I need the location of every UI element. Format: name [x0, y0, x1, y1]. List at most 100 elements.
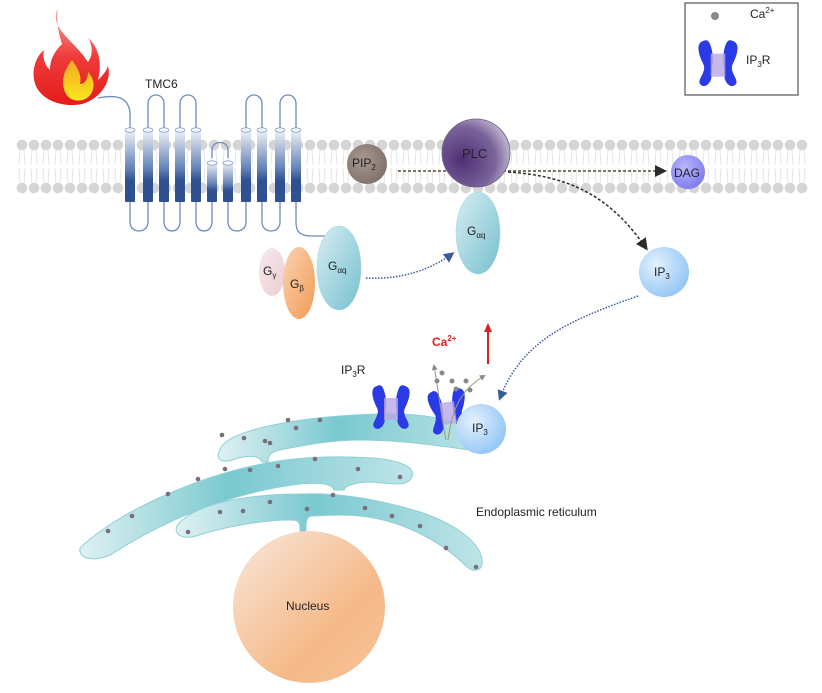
lipid-tail	[54, 149, 62, 166]
lipid-head	[340, 182, 352, 194]
lipid-head	[640, 182, 652, 194]
lipid-head	[28, 139, 40, 151]
lipid-tail	[90, 149, 98, 166]
lipid-head	[532, 139, 544, 151]
lipid-tail	[798, 167, 806, 184]
lipid-head	[688, 139, 700, 151]
lipid-head	[796, 182, 808, 194]
lipid-head	[64, 182, 76, 194]
pip2-molecule: PIP2	[347, 144, 387, 184]
lipid-head	[772, 182, 784, 194]
lipid-head	[400, 139, 412, 151]
lipid-tail	[594, 149, 602, 166]
stored-calcium-ion	[417, 523, 423, 529]
lipid-head	[424, 139, 436, 151]
lipid-tail	[318, 167, 326, 184]
lipid-tail	[714, 149, 722, 166]
lipid-tail	[42, 149, 50, 166]
calcium-increase-label: Ca2+	[432, 334, 457, 349]
stored-calcium-ion	[443, 545, 449, 551]
lipid-tail	[774, 149, 782, 166]
lipid-head	[580, 139, 592, 151]
lipid-head	[592, 182, 604, 194]
lipid-head	[628, 139, 640, 151]
lipid-tail	[426, 149, 434, 166]
ip3-bound-label: IP3	[472, 421, 488, 437]
lipid-head	[616, 182, 628, 194]
lipid-head	[112, 182, 124, 194]
lipid-head	[400, 182, 412, 194]
stored-calcium-ion	[195, 476, 201, 482]
tmc6-receptor	[97, 94, 330, 237]
legend-calcium-label: Ca2+	[750, 6, 775, 21]
lipid-tail	[762, 167, 770, 184]
lipid-head	[100, 182, 112, 194]
lipid-tail	[714, 167, 722, 184]
lipid-head	[760, 182, 772, 194]
ip3r-label: IP3R	[341, 363, 366, 379]
transmembrane-helix	[125, 130, 135, 202]
plc-label: PLC	[462, 146, 487, 161]
g-gamma-label: Gγ	[263, 264, 276, 280]
lipid-head	[388, 182, 400, 194]
lipid-head	[88, 182, 100, 194]
lipid-head	[40, 139, 52, 151]
lipid-head	[664, 182, 676, 194]
lipid-head	[604, 182, 616, 194]
lipid-tail	[750, 149, 758, 166]
transmembrane-helix	[175, 130, 185, 202]
lipid-tail	[318, 149, 326, 166]
stored-calcium-ion	[129, 513, 135, 519]
calcium-increase-arrow	[484, 323, 492, 364]
stored-calcium-ion	[362, 505, 368, 511]
helix-top	[158, 127, 170, 133]
stored-calcium-ion	[105, 528, 111, 534]
lipid-head	[508, 139, 520, 151]
lipid-tail	[654, 149, 662, 166]
stored-calcium-ion	[355, 466, 361, 472]
plc-to-ip3-arrow	[507, 171, 648, 251]
lipid-head	[520, 182, 532, 194]
lipid-tail	[570, 167, 578, 184]
lipid-head	[544, 182, 556, 194]
ip3-bound: IP3	[456, 404, 506, 454]
stored-calcium-ion	[219, 432, 225, 438]
lipid-head	[16, 182, 28, 194]
lipid-tail	[78, 167, 86, 184]
stored-calcium-ion	[217, 509, 223, 515]
helix-top	[190, 127, 202, 133]
lipid-head	[340, 139, 352, 151]
stored-calcium-ion	[285, 417, 291, 423]
lipid-tail	[510, 149, 518, 166]
lipid-tail	[606, 167, 614, 184]
lipid-tail	[306, 149, 314, 166]
lipid-tail	[102, 167, 110, 184]
g-alpha-q-active-label: Gαq	[467, 224, 485, 240]
stored-calcium-ion	[473, 564, 479, 570]
lipid-tail	[546, 167, 554, 184]
lipid-tail	[30, 149, 38, 166]
stored-calcium-ion	[267, 499, 273, 505]
stored-calcium-ion	[262, 438, 268, 444]
legend-box: Ca2+ IP3R	[684, 2, 799, 96]
stored-calcium-ion	[240, 508, 246, 514]
lipid-tail	[66, 149, 74, 166]
gaq-translocation-arrow	[365, 252, 455, 279]
lipid-tail	[54, 167, 62, 184]
lipid-head	[676, 139, 688, 151]
lipid-head	[232, 182, 244, 194]
lipid-head	[52, 182, 64, 194]
lipid-head	[712, 182, 724, 194]
lipid-tail	[606, 149, 614, 166]
transmembrane-helix	[241, 130, 251, 202]
lipid-head	[652, 139, 664, 151]
stored-calcium-ion	[222, 466, 228, 472]
helix-top	[206, 160, 218, 166]
lipid-head	[52, 139, 64, 151]
ip3-to-ip3r-arrow	[497, 295, 639, 401]
lipid-tail	[114, 167, 122, 184]
lipid-tail	[774, 167, 782, 184]
lipid-tail	[522, 149, 530, 166]
lipid-tail	[90, 167, 98, 184]
lipid-tail	[582, 149, 590, 166]
